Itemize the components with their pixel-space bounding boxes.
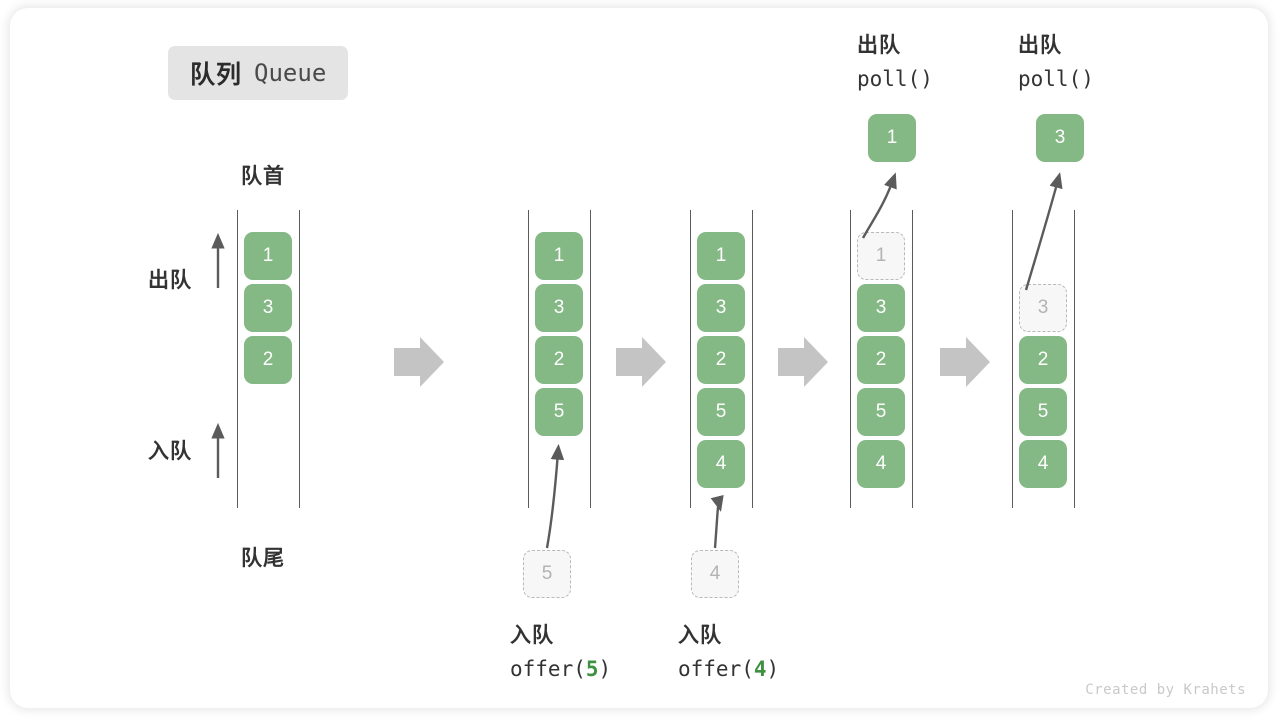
queue-column-poll-3: 3 2 5 4 <box>1012 210 1076 508</box>
queue-cell: 4 <box>857 440 905 488</box>
queue-column-poll-1: 1 3 2 5 4 <box>850 210 914 508</box>
operation-caption-poll-1: 出队 poll() <box>857 30 933 95</box>
pending-value-box-4: 4 <box>691 550 739 598</box>
queue-rail-left <box>528 210 529 508</box>
queue-cell: 3 <box>697 284 745 332</box>
code-prefix: offer( <box>510 656 586 681</box>
code-arg: 4 <box>753 656 767 681</box>
queue-cell: 4 <box>1019 440 1067 488</box>
queue-cell: 2 <box>697 336 745 384</box>
queue-cell-removed: 3 <box>1019 284 1067 332</box>
queue-rail-left <box>850 210 851 508</box>
operation-label-code: offer(5) <box>510 653 611 686</box>
queue-cell: 1 <box>244 232 292 280</box>
queue-cell: 2 <box>1019 336 1067 384</box>
operation-label-code: poll() <box>1018 66 1094 91</box>
queue-cell: 3 <box>857 284 905 332</box>
title-english: Queue <box>254 59 327 87</box>
queue-cell: 2 <box>535 336 583 384</box>
queue-cell: 1 <box>535 232 583 280</box>
queue-cell: 5 <box>857 388 905 436</box>
queue-cell: 2 <box>244 336 292 384</box>
diagram-title-badge: 队列 Queue <box>168 46 349 100</box>
queue-rail-left <box>690 210 691 508</box>
queue-column-after-offer-5: 1 3 2 5 <box>528 210 592 508</box>
pending-value-box-5: 5 <box>523 550 571 598</box>
operation-label-code: poll() <box>857 66 933 91</box>
queue-cell: 3 <box>244 284 292 332</box>
label-queue-head: 队首 <box>241 165 285 188</box>
queue-rail-left <box>1012 210 1013 508</box>
label-dequeue-direction: 出队 <box>148 269 192 292</box>
label-queue-tail: 队尾 <box>241 547 285 570</box>
queue-column-after-offer-4: 1 3 2 5 4 <box>690 210 754 508</box>
operation-label-cn: 入队 <box>678 624 722 647</box>
operation-caption-offer-5: 入队 offer(5) <box>510 620 611 685</box>
queue-rail-left <box>237 210 238 508</box>
operation-caption-offer-4: 入队 offer(4) <box>678 620 779 685</box>
operation-label-code: offer(4) <box>678 653 779 686</box>
operation-label-cn: 出队 <box>857 34 901 57</box>
code-arg: 5 <box>585 656 599 681</box>
credit-text: Created by Krahets <box>1085 682 1246 698</box>
code-suffix: ) <box>598 656 612 681</box>
queue-rail-right <box>590 210 591 508</box>
queue-cell: 5 <box>697 388 745 436</box>
queue-rail-right <box>1074 210 1075 508</box>
label-enqueue-direction: 入队 <box>148 440 192 463</box>
queue-cell: 4 <box>697 440 745 488</box>
popped-value-box-1: 1 <box>868 114 916 162</box>
operation-label-cn: 出队 <box>1018 34 1062 57</box>
queue-rail-right <box>912 210 913 508</box>
queue-cell: 5 <box>535 388 583 436</box>
operation-label-cn: 入队 <box>510 624 554 647</box>
popped-value-box-3: 3 <box>1036 114 1084 162</box>
queue-column-initial: 1 3 2 <box>237 210 301 508</box>
code-prefix: offer( <box>678 656 754 681</box>
queue-rail-right <box>752 210 753 508</box>
queue-cell: 3 <box>535 284 583 332</box>
title-chinese: 队列 <box>190 61 243 89</box>
diagram-card <box>10 8 1268 708</box>
code-suffix: ) <box>766 656 780 681</box>
queue-cell: 5 <box>1019 388 1067 436</box>
queue-cell-removed: 1 <box>857 232 905 280</box>
queue-cell: 1 <box>697 232 745 280</box>
queue-rail-right <box>299 210 300 508</box>
queue-cell: 2 <box>857 336 905 384</box>
operation-caption-poll-3: 出队 poll() <box>1018 30 1094 95</box>
